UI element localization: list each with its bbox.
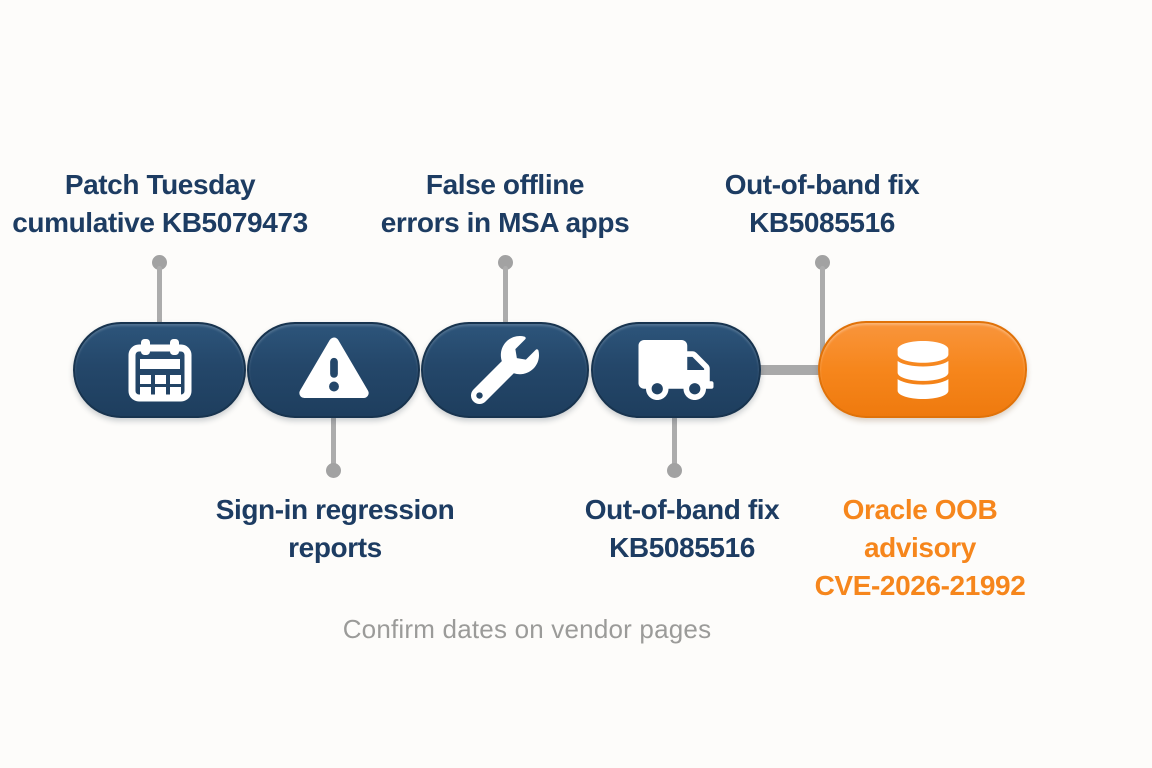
label-line: errors in MSA apps — [380, 207, 630, 238]
connector-dot — [326, 463, 341, 478]
label-line: Out-of-band fix — [584, 494, 780, 525]
database-icon — [897, 340, 948, 399]
connector-dot — [815, 255, 830, 270]
label-oob-fix-bottom: Out-of-band fix KB5085516 — [517, 491, 847, 567]
patch-tuesday-node — [73, 322, 246, 418]
label-line: cumulative KB5079473 — [12, 207, 308, 238]
label-line: KB5085516 — [749, 207, 895, 238]
connector-line — [503, 266, 508, 324]
connector-dot — [152, 255, 167, 270]
connector-line-horizontal — [760, 365, 820, 375]
calendar-icon — [128, 339, 191, 402]
warning-icon — [298, 337, 369, 399]
label-oob-fix-top: Out-of-band fix KB5085516 — [657, 166, 987, 242]
connector-dot — [667, 463, 682, 478]
connector-line — [331, 416, 336, 466]
label-oracle-oob-advisory: Oracle OOB advisory CVE-2026-21992 — [755, 491, 1085, 605]
label-line: Patch Tuesday — [64, 169, 256, 200]
label-line: CVE-2026-21992 — [814, 570, 1026, 601]
wrench-icon — [471, 336, 539, 404]
label-line: Oracle OOB — [842, 494, 998, 525]
label-line: Sign-in regression — [215, 494, 455, 525]
oracle-oob-advisory-node — [818, 321, 1027, 418]
label-line: KB5085516 — [609, 532, 755, 563]
label-line: advisory — [864, 532, 976, 563]
sign-in-regression-node — [247, 322, 420, 418]
label-false-offline: False offline errors in MSA apps — [340, 166, 670, 242]
truck-icon — [638, 340, 714, 400]
label-patch-tuesday: Patch Tuesday cumulative KB5079473 — [0, 166, 325, 242]
footnote-caption: Confirm dates on vendor pages — [342, 614, 712, 644]
label-line: Out-of-band fix — [724, 169, 920, 200]
out-of-band-fix-node — [591, 322, 761, 418]
label-sign-in-regression: Sign-in regression reports — [170, 491, 500, 567]
label-line: reports — [288, 532, 382, 563]
label-line: False offline — [425, 169, 585, 200]
connector-line — [820, 266, 825, 370]
connector-line — [157, 266, 162, 324]
connector-dot — [498, 255, 513, 270]
false-offline-errors-node — [421, 322, 589, 418]
connector-line — [672, 416, 677, 466]
